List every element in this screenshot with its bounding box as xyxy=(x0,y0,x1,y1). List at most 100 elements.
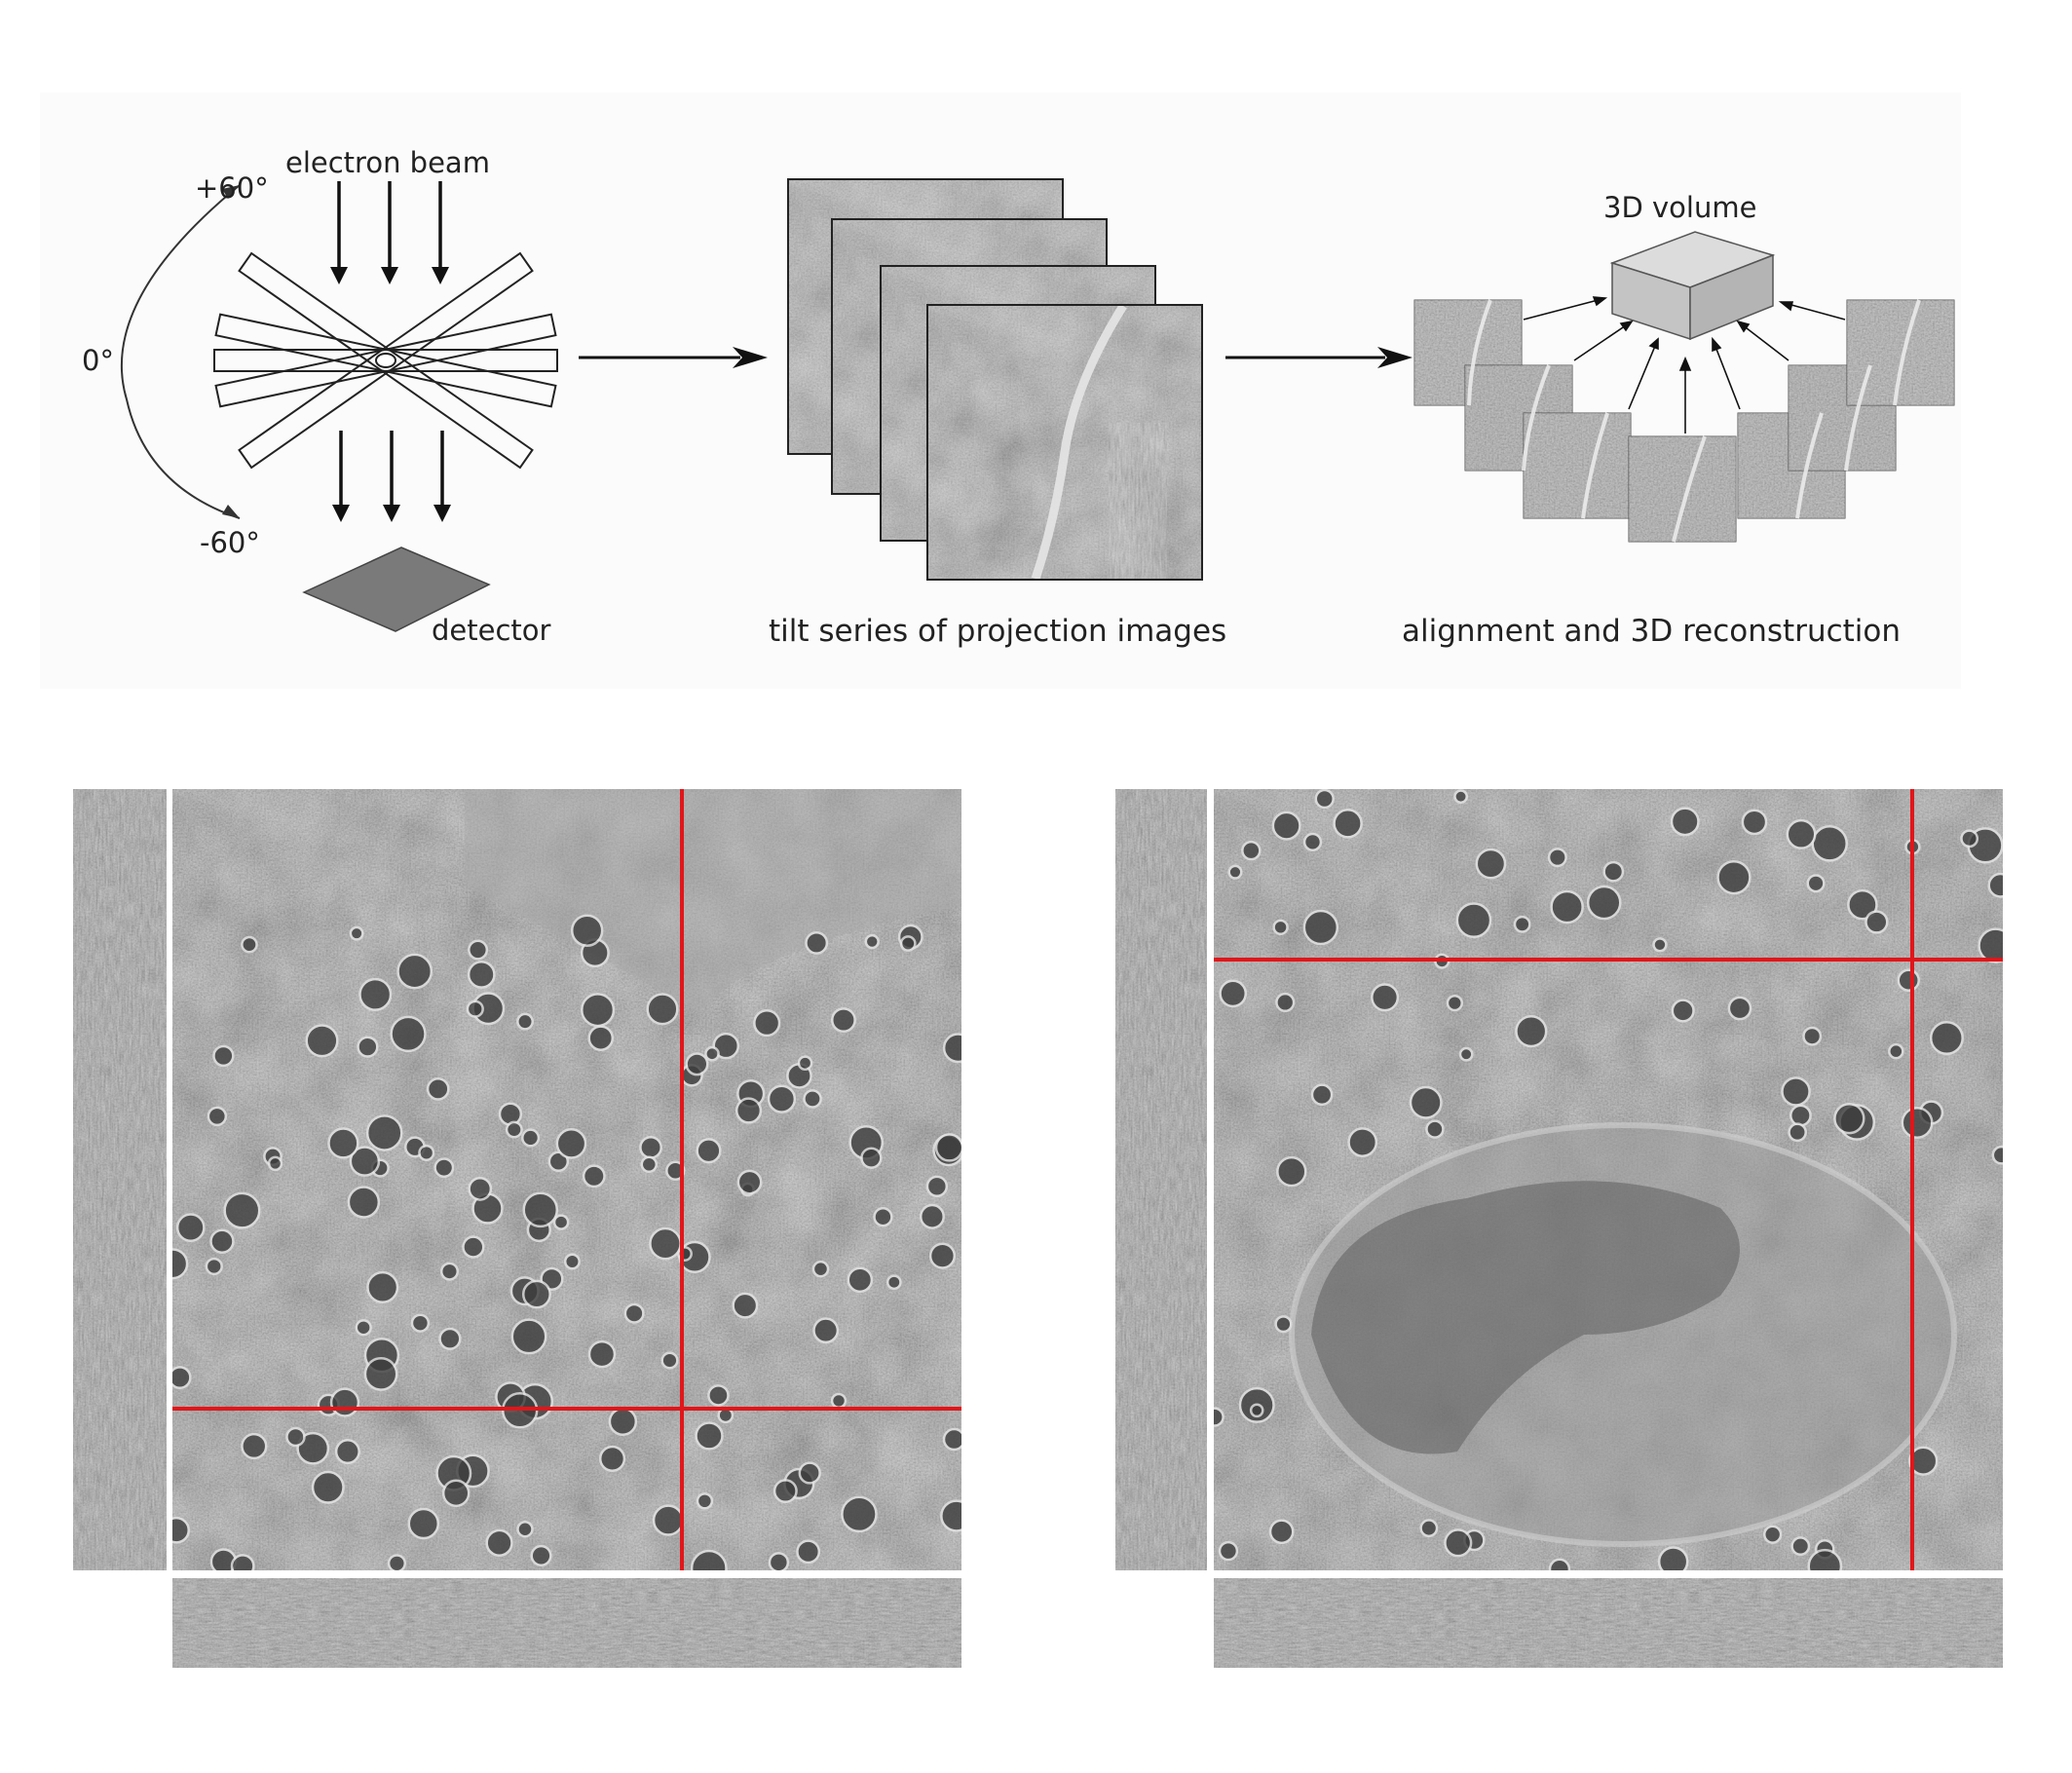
vesicle xyxy=(885,1274,902,1291)
projection-arrows xyxy=(1523,296,1846,434)
vesicle xyxy=(940,1499,961,1532)
vesicle xyxy=(466,1000,484,1018)
vesicle xyxy=(798,1461,821,1485)
nucleus xyxy=(1289,1122,1957,1547)
vesicle xyxy=(1811,825,1848,862)
vesicle xyxy=(223,1191,261,1229)
vesicle xyxy=(1272,919,1289,936)
vesicle xyxy=(555,1128,587,1159)
vesicle xyxy=(736,1169,763,1195)
vesicle xyxy=(696,1492,714,1510)
vesicle xyxy=(1419,1519,1439,1538)
vesicle xyxy=(1807,1548,1843,1570)
vesicle xyxy=(1789,1104,1812,1127)
vesicle xyxy=(1371,983,1400,1012)
vesicle xyxy=(1847,888,1878,921)
vesicle xyxy=(522,1191,559,1228)
vesicle xyxy=(1987,872,2003,898)
vesicle xyxy=(1218,1540,1239,1562)
vesicle xyxy=(1806,874,1826,893)
vesicle xyxy=(212,1044,235,1068)
vesicle xyxy=(690,1549,728,1570)
vesicle xyxy=(230,1554,255,1570)
vesicle xyxy=(860,1147,883,1169)
vesicle xyxy=(241,1432,268,1460)
vesicle xyxy=(1790,1536,1811,1557)
projection-image-4 xyxy=(926,304,1203,581)
vesicle xyxy=(570,914,604,947)
vesicle xyxy=(1888,1042,1904,1060)
vesicle xyxy=(1455,902,1492,939)
rotation-arc xyxy=(120,184,241,519)
vesicle xyxy=(390,1015,427,1053)
volume-box xyxy=(1609,231,1776,341)
vesicle xyxy=(516,1520,534,1538)
vesicle xyxy=(649,1226,682,1261)
vesicle xyxy=(841,1495,878,1533)
vesicle xyxy=(1302,909,1339,946)
vesicle xyxy=(349,1146,381,1177)
vesicle xyxy=(329,1387,360,1417)
vesicle xyxy=(1446,994,1463,1012)
vesicle xyxy=(1901,1107,1934,1139)
vesicle xyxy=(1586,885,1622,921)
flow-arrow-2 xyxy=(1225,347,1413,368)
rotation-arrowhead-bottom xyxy=(222,505,240,518)
vesicle xyxy=(1241,840,1262,861)
vesicle xyxy=(1727,996,1752,1021)
vesicle xyxy=(1425,1119,1445,1139)
vesicle xyxy=(704,1045,720,1062)
vesicle xyxy=(639,1135,662,1159)
vesicle xyxy=(172,1248,189,1280)
vesicle xyxy=(934,1133,961,1162)
vesicle xyxy=(873,1207,893,1227)
vesicle xyxy=(296,1431,330,1465)
vesicle xyxy=(205,1257,223,1276)
vesicle xyxy=(1409,1085,1443,1119)
vesicle xyxy=(812,1317,840,1344)
vesicle xyxy=(1458,1046,1474,1062)
vesicle xyxy=(580,993,616,1028)
vesicle xyxy=(695,1421,724,1451)
vesicle xyxy=(685,1052,709,1076)
vesicle xyxy=(1762,1525,1783,1544)
vesicle xyxy=(467,961,496,989)
vesicle xyxy=(521,1128,541,1148)
transmitted-arrows xyxy=(339,431,444,509)
vesicle xyxy=(172,1516,190,1544)
vesicle xyxy=(623,1302,645,1324)
beam-arrowheads xyxy=(330,267,449,284)
vesicle xyxy=(327,1127,359,1159)
tilt-schematic xyxy=(120,181,558,632)
vesicle xyxy=(1268,1519,1295,1545)
vesicle xyxy=(1781,1076,1811,1107)
vesicle xyxy=(207,1106,228,1127)
vesicle xyxy=(1833,1102,1865,1135)
vesicle xyxy=(640,1155,659,1174)
vesicle xyxy=(521,1279,551,1309)
vesicle xyxy=(1475,848,1507,880)
vesicle xyxy=(1991,1145,2003,1165)
tilt-axis xyxy=(375,353,396,368)
vesicle xyxy=(1547,848,1567,868)
vesicle xyxy=(1670,807,1700,837)
vesicle xyxy=(1347,1127,1378,1157)
vesicle xyxy=(805,930,829,955)
vesicle xyxy=(830,1392,848,1410)
beam-label: electron beam xyxy=(285,146,490,179)
vesicle xyxy=(735,1097,763,1124)
vesicle xyxy=(396,953,433,990)
vesicle xyxy=(919,1203,945,1229)
vesicle xyxy=(712,1032,740,1060)
vesicle xyxy=(172,1366,192,1389)
vesicle xyxy=(928,1242,957,1269)
vesicle xyxy=(305,1024,339,1058)
vesicle xyxy=(1602,860,1625,883)
vesicle xyxy=(418,1144,435,1162)
vesicle xyxy=(311,1470,345,1504)
vesicle xyxy=(438,1327,462,1350)
vesicle xyxy=(1333,809,1363,839)
vesicle xyxy=(358,977,393,1011)
vesicle xyxy=(1214,1407,1224,1427)
detector xyxy=(302,547,491,632)
